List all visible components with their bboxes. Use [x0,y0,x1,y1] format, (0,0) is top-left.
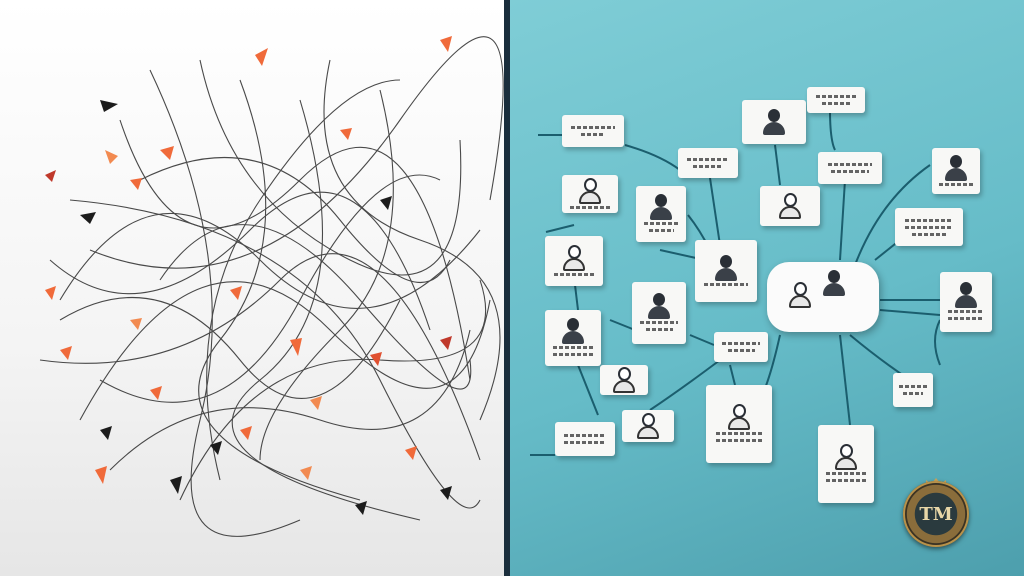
profile-card [678,148,738,178]
tangled-lines [39,36,504,537]
profile-card [632,282,686,344]
profile-card [818,425,874,503]
profile-card [714,332,768,362]
profile-card [562,175,618,213]
profile-card [760,186,820,226]
profile-card [545,310,601,366]
profile-card [807,87,865,113]
tangled-network-panel [0,0,504,576]
profile-card [695,240,757,302]
profile-card [622,410,674,442]
profile-card [555,422,615,456]
profile-card [562,115,624,147]
profile-card [742,100,806,144]
logo-text: TM [919,503,953,525]
central-hub-card [767,262,879,332]
person-icon [789,282,811,308]
profile-card [893,373,933,407]
profile-card [818,152,882,184]
profile-card [706,385,772,463]
profile-card [636,186,686,242]
profile-card [932,148,980,194]
profile-card [940,272,992,332]
tm-logo-badge: TM [903,481,969,547]
profile-card [895,208,963,246]
person-icon [823,270,845,296]
panel-divider [504,0,510,576]
profile-card [545,236,603,286]
profile-card [600,365,648,395]
